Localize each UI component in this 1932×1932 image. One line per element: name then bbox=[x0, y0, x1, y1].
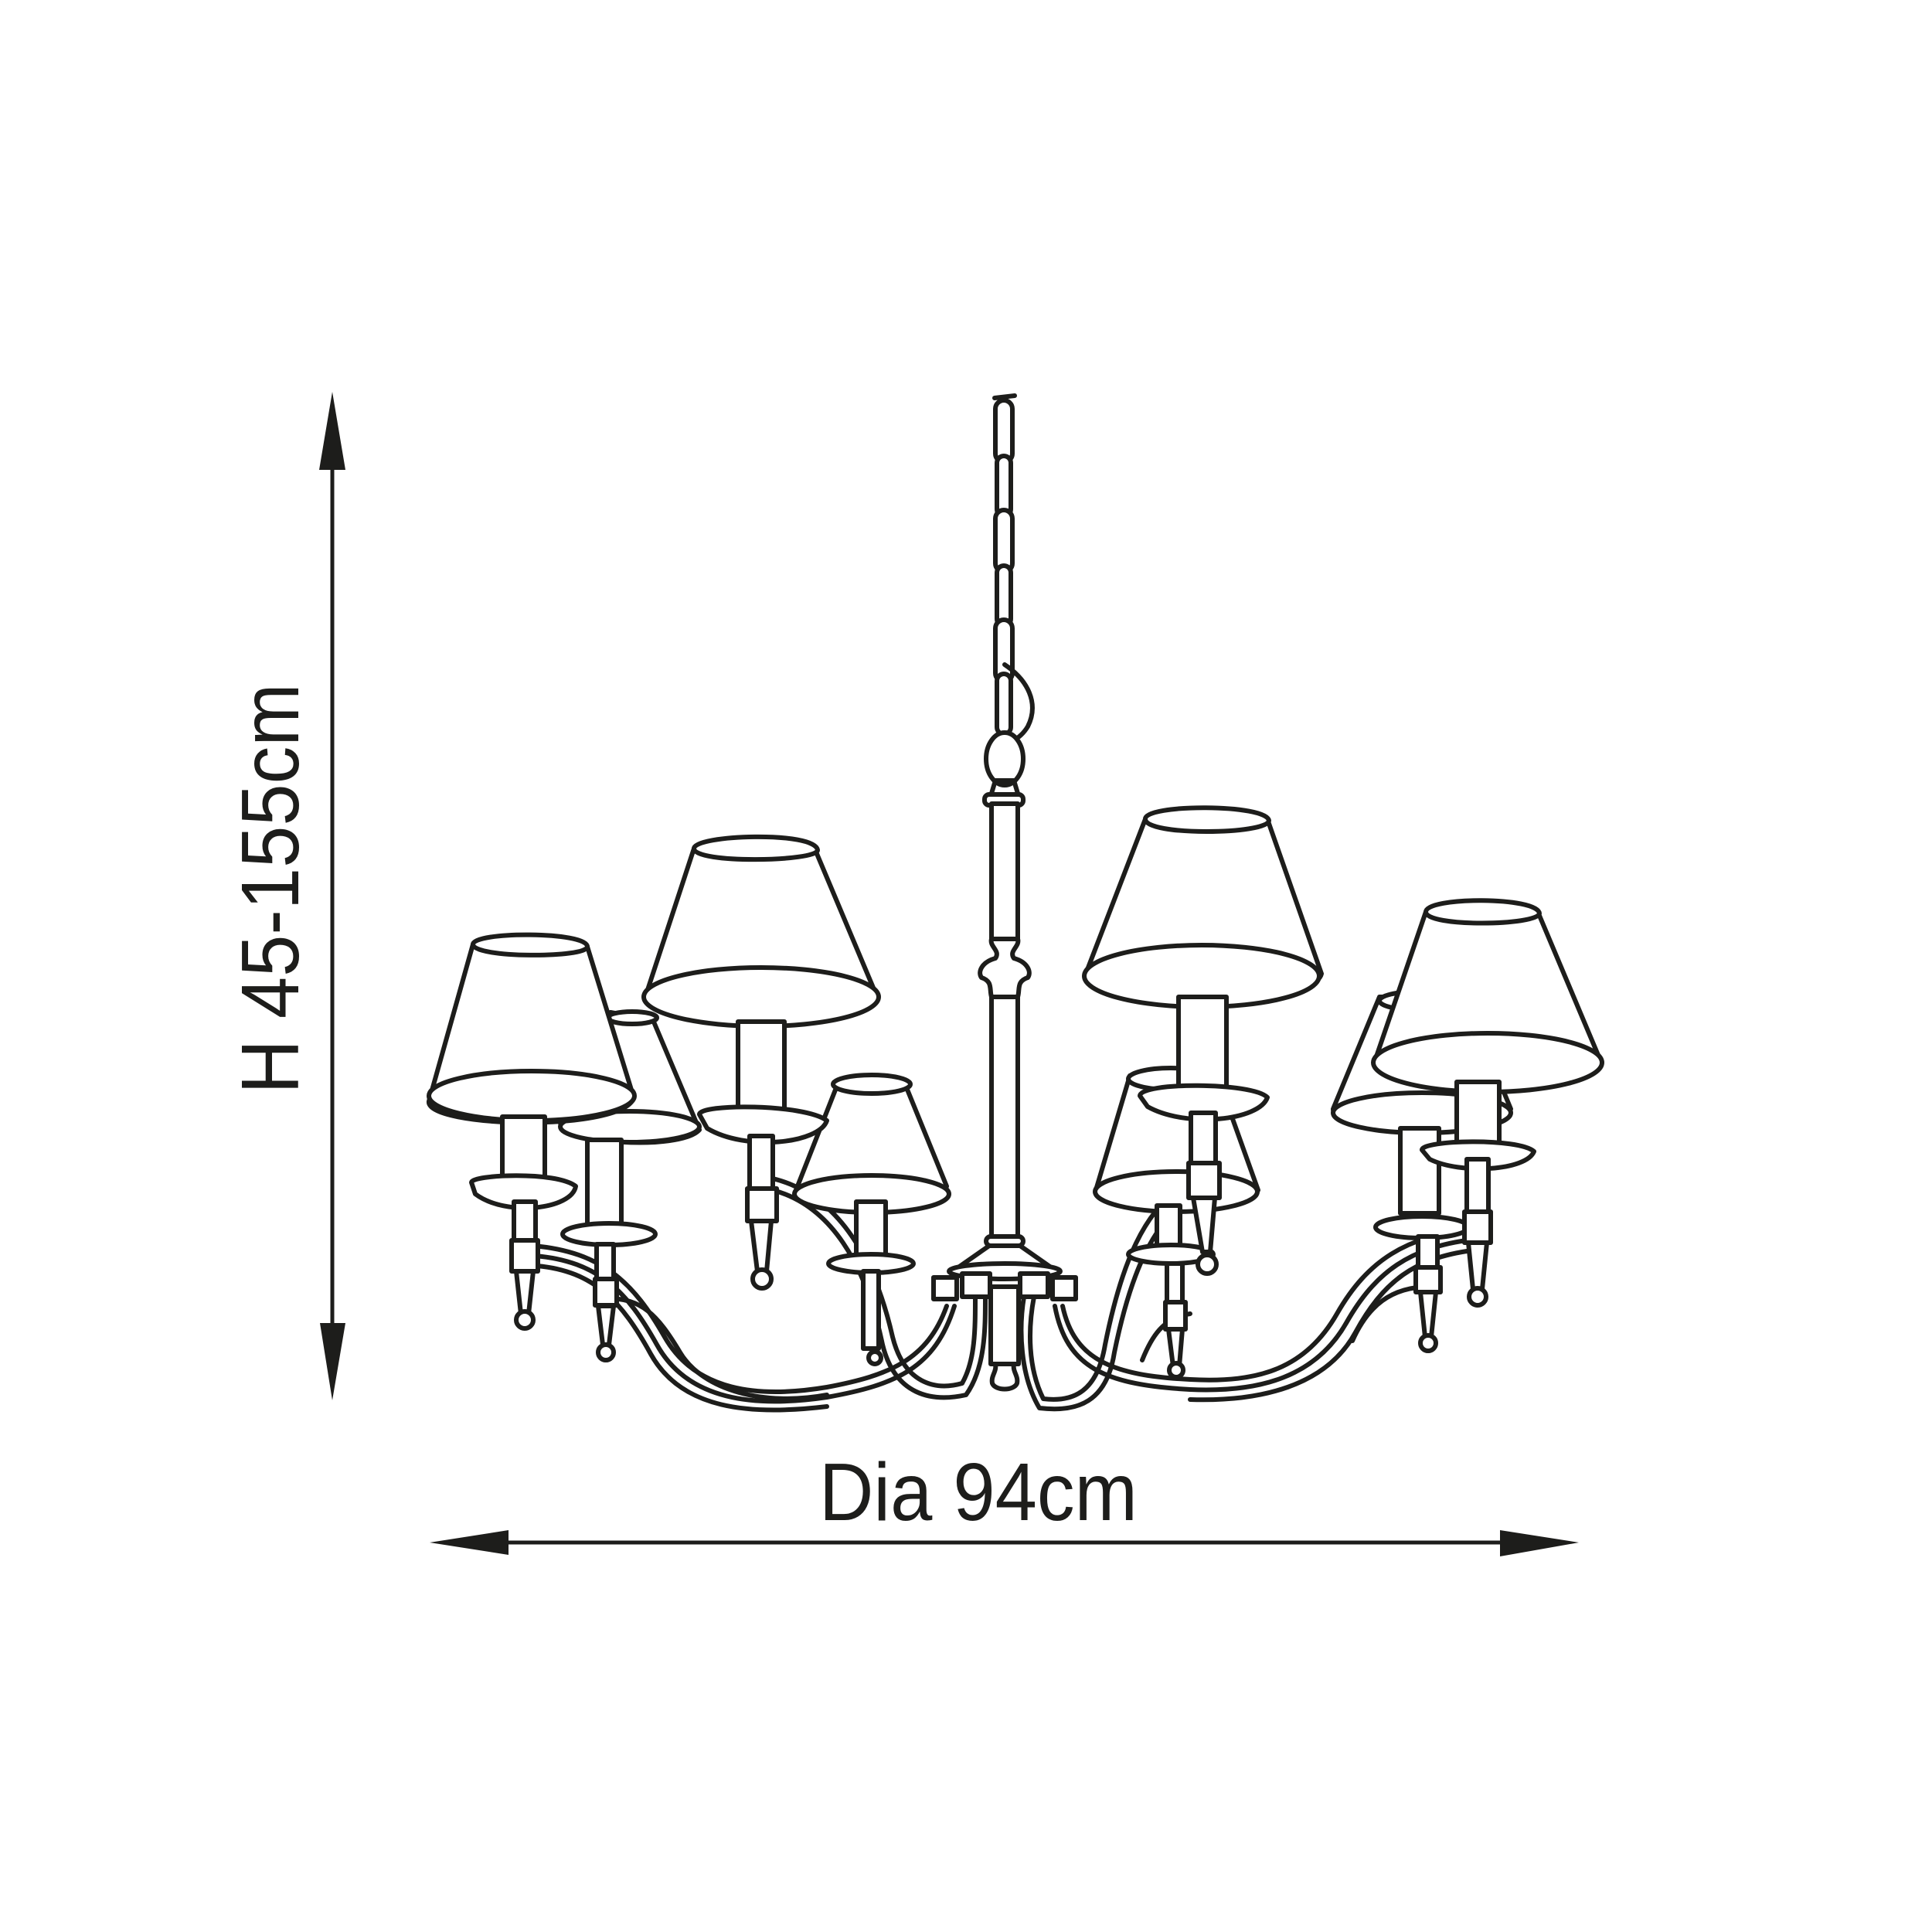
lamp-shade-icon bbox=[1082, 805, 1324, 1276]
diameter-dimension-label: Dia 94cm bbox=[819, 1447, 1138, 1538]
height-arrow-icon bbox=[319, 392, 345, 1400]
height-dimension-label: H 45-155cm bbox=[225, 683, 316, 1094]
chain-icon bbox=[984, 393, 1035, 798]
arm-hub-icon bbox=[931, 1271, 1078, 1301]
diameter-arrow-icon bbox=[430, 1530, 1579, 1556]
lamp-shade-icon bbox=[427, 932, 637, 1331]
lamp-shade-icon bbox=[641, 834, 881, 1291]
central-stem-icon bbox=[947, 792, 1063, 1392]
lamp-shade-icon bbox=[1371, 898, 1604, 1308]
lamp-shade-icon bbox=[792, 1073, 951, 1366]
